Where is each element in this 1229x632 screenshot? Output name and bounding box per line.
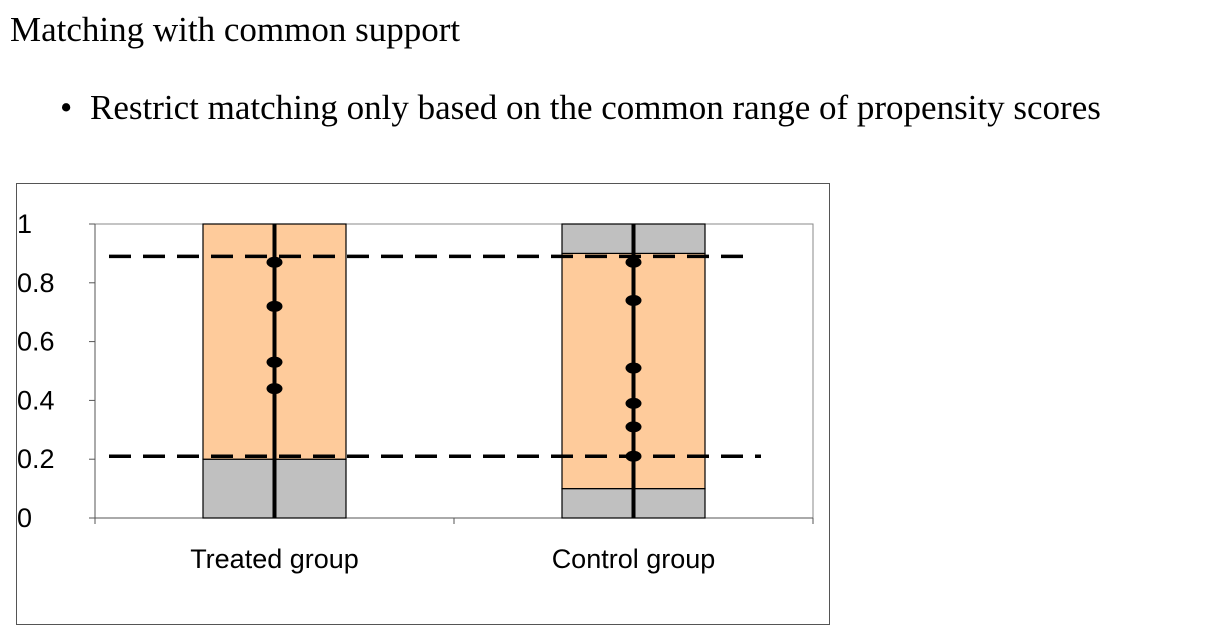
bullet-item: • Restrict matching only based on the com… xyxy=(60,88,1101,128)
x-tick-label: Control group xyxy=(552,544,716,574)
data-point xyxy=(266,300,283,312)
y-tick-label: 0 xyxy=(17,503,32,533)
y-tick-label: 1 xyxy=(17,209,32,239)
bullet-dot-icon: • xyxy=(60,88,73,127)
data-point xyxy=(625,421,642,433)
data-point xyxy=(625,294,642,306)
y-tick-label: 0.6 xyxy=(17,327,55,357)
y-tick-label: 0.8 xyxy=(17,268,55,298)
data-point xyxy=(625,397,642,409)
x-tick-label: Treated group xyxy=(190,544,359,574)
data-point xyxy=(266,356,283,368)
y-tick-label: 0.2 xyxy=(17,444,55,474)
slide-title: Matching with common support xyxy=(10,10,461,49)
data-point xyxy=(266,383,283,395)
bullet-text: Restrict matching only based on the comm… xyxy=(90,88,1101,127)
data-point xyxy=(266,256,283,268)
data-point xyxy=(625,362,642,374)
data-point xyxy=(625,256,642,268)
y-tick-label: 0.4 xyxy=(17,385,55,415)
